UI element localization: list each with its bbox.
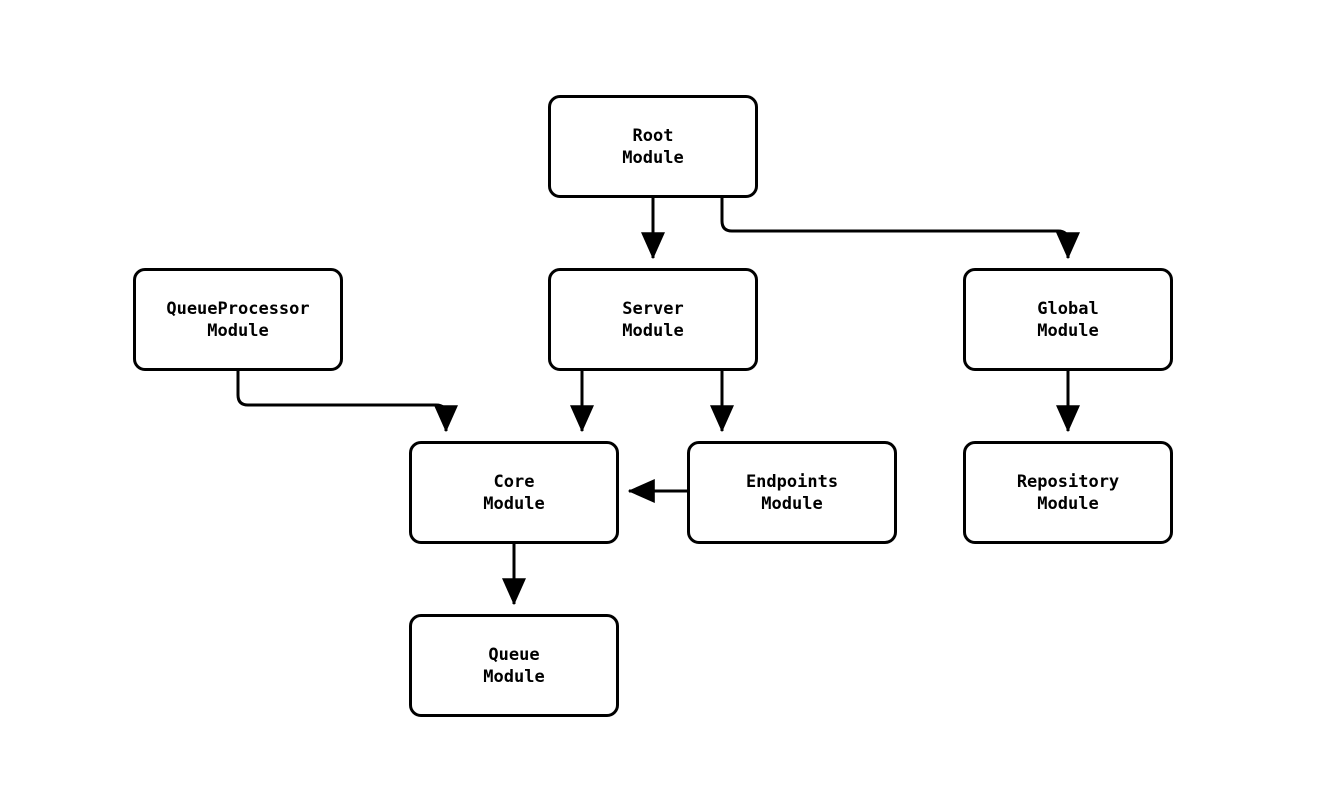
node-core-label-line2: Module (483, 493, 545, 514)
edge-root-global (720, 198, 1080, 260)
node-root-label-line2: Module (622, 147, 684, 168)
node-endpoints-label-line1: Endpoints (745, 471, 839, 492)
node-server-label-line1: Server (622, 298, 684, 319)
node-queue-label-line1: Queue (488, 644, 540, 665)
node-queueprocessor[interactable]: QueueProcessor Module (133, 268, 343, 371)
node-endpoints[interactable]: Endpoints Module (687, 441, 897, 544)
node-root-label-line1: Root (632, 125, 674, 146)
edge-queueprocessor-core (236, 371, 458, 433)
edge-group (236, 198, 1080, 606)
node-core-label-line1: Core (493, 471, 535, 492)
node-queueprocessor-label-line1: QueueProcessor (166, 298, 310, 319)
node-queueprocessor-label-line2: Module (207, 320, 269, 341)
node-endpoints-label-line2: Module (761, 493, 823, 514)
node-global-label-line2: Module (1037, 320, 1099, 341)
node-server[interactable]: Server Module (548, 268, 758, 371)
node-queue-label-line2: Module (483, 666, 545, 687)
node-global-label-line1: Global (1037, 298, 1099, 319)
node-core[interactable]: Core Module (409, 441, 619, 544)
node-repository[interactable]: Repository Module (963, 441, 1173, 544)
node-root[interactable]: Root Module (548, 95, 758, 198)
node-global[interactable]: Global Module (963, 268, 1173, 371)
node-server-label-line2: Module (622, 320, 684, 341)
node-repository-label-line2: Module (1037, 493, 1099, 514)
node-queue[interactable]: Queue Module (409, 614, 619, 717)
node-repository-label-line1: Repository (1016, 471, 1120, 492)
